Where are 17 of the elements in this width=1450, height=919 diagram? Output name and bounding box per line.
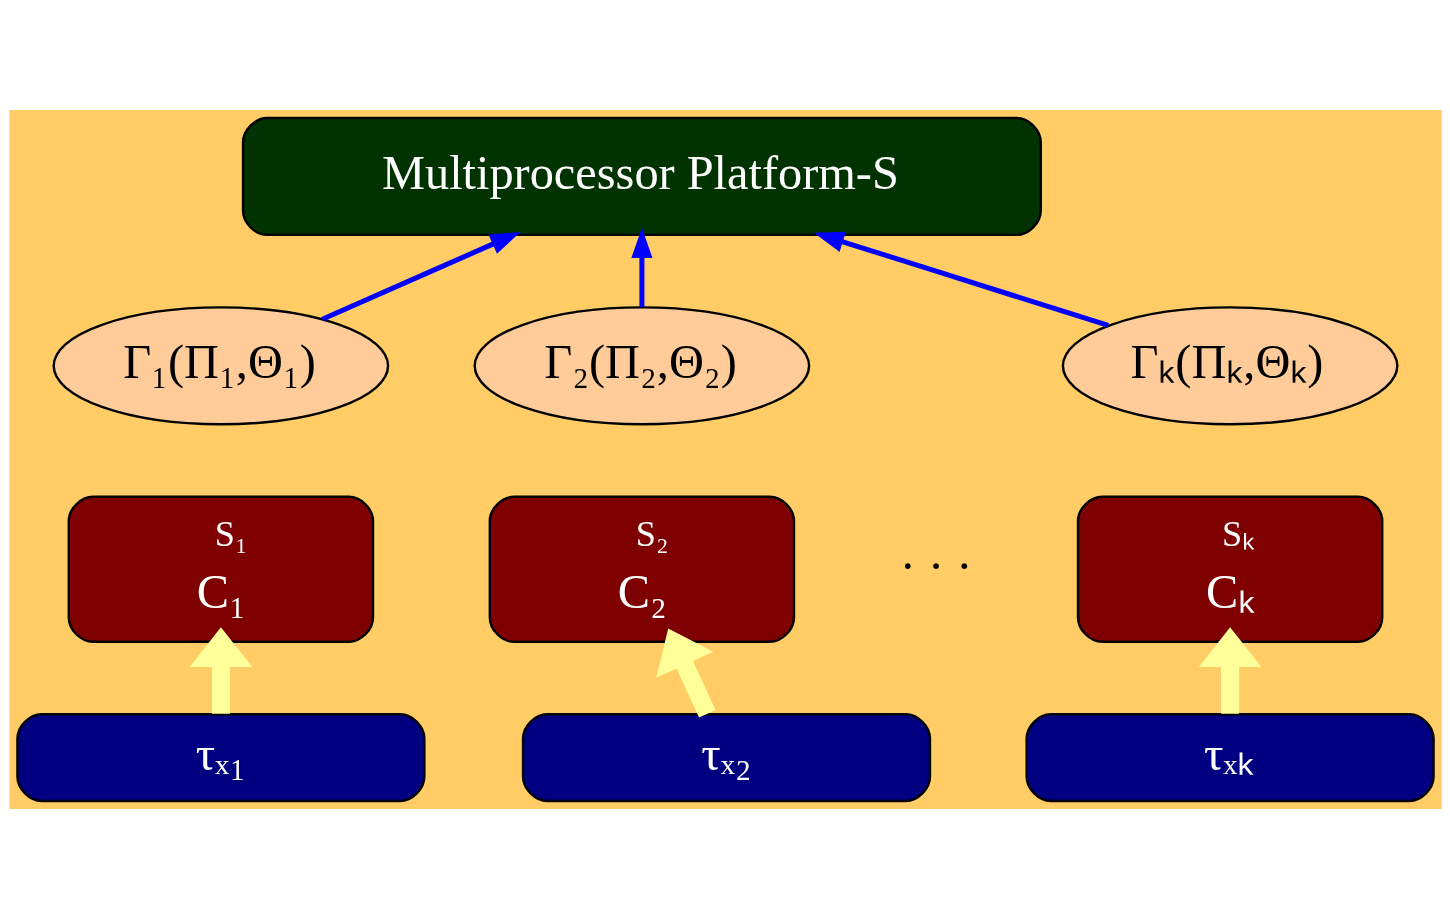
arrow	[320, 231, 520, 322]
node-ellipse: Γ₁(Π₁,Θ₁)	[52, 306, 389, 426]
node-box: τₓₖ	[1024, 713, 1435, 803]
node-box: Sₖ Cₖ	[1076, 495, 1383, 643]
node-box: S₂ C₂	[488, 495, 795, 643]
arrow	[813, 231, 1109, 328]
label: · · ·	[899, 538, 972, 592]
arrow	[630, 227, 652, 308]
node-ellipse: Γₖ(Πₖ,Θₖ)	[1061, 306, 1398, 426]
node-box: Multiprocessor Platform-S	[241, 116, 1042, 237]
arrow	[1198, 627, 1261, 714]
node-box: S₁ C₁	[67, 495, 374, 643]
arrow	[655, 628, 716, 718]
node-ellipse: Γ₂(Π₂,Θ₂)	[473, 306, 810, 426]
node-box: τₓ₁	[15, 713, 426, 803]
node-box: τₓ₂	[521, 713, 931, 803]
arrow	[189, 627, 252, 714]
